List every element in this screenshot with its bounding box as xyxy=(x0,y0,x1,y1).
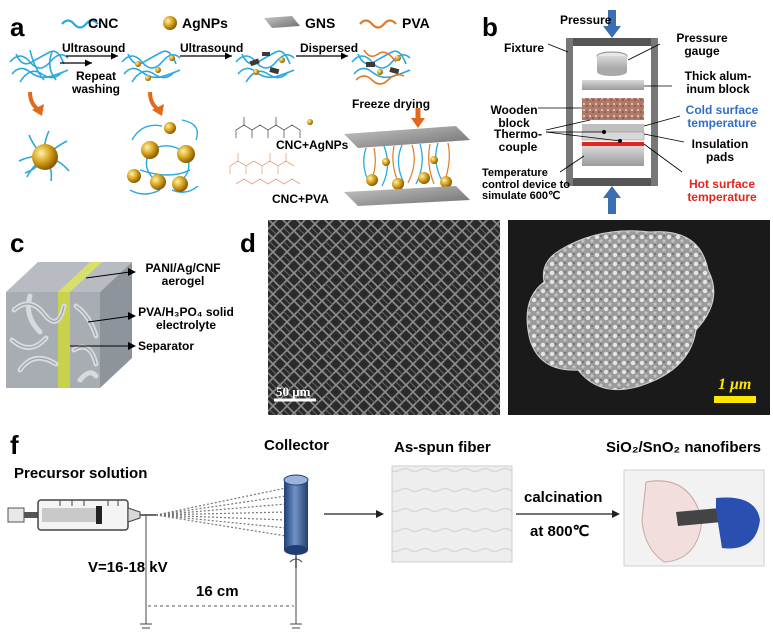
panel-label-c: c xyxy=(10,228,25,258)
panel-label-d: d xyxy=(240,228,256,258)
fixture-right-post xyxy=(651,38,658,186)
legend-agnps: AgNPs xyxy=(182,15,228,31)
label-aerogel: PANI/Ag/CNF aerogel xyxy=(145,261,221,288)
panel-label-b: b xyxy=(482,12,498,42)
scale-label-d: 50 μm xyxy=(276,384,311,399)
label-pressure-gauge: Pressure gauge xyxy=(676,31,728,58)
sio2-sno2-nanofiber-photo xyxy=(623,469,765,567)
panel-label-f: f xyxy=(10,430,19,460)
label-hot-surface: Hot surface temperature xyxy=(687,177,757,204)
label-precursor-solution: Precursor solution xyxy=(14,465,148,482)
legend-gns: GNS xyxy=(305,15,336,31)
legend-pva: PVA xyxy=(402,15,430,31)
sem-image-d xyxy=(268,220,500,415)
cube-front-face xyxy=(6,292,100,388)
label-fixture: Fixture xyxy=(504,41,545,55)
panel-b-leader-lines xyxy=(538,43,685,173)
as-spun-fiber-photo xyxy=(391,465,513,563)
label-wooden-block: Wooden block xyxy=(490,103,538,130)
label-electrolyte: PVA/H₃PO₄ solid electrolyte xyxy=(138,305,234,332)
step-dispersed: Dispersed xyxy=(300,41,359,55)
label-as-spun-fiber: As-spun fiber xyxy=(394,439,491,456)
composite-cluster xyxy=(351,49,411,85)
heater-plate xyxy=(582,142,644,146)
label-cnc-pva: CNC+PVA xyxy=(272,192,329,206)
label-voltage: V=16-18 kV xyxy=(88,559,168,576)
label-distance: 16 cm xyxy=(196,583,239,600)
label-collector: Collector xyxy=(264,437,330,454)
aluminum-block xyxy=(582,80,644,90)
temperature-control-device xyxy=(582,146,644,166)
scale-label-e: 1 μm xyxy=(718,376,752,393)
collector-cylinder xyxy=(283,474,309,568)
syringe xyxy=(7,499,156,531)
insulation-pad-top xyxy=(582,124,644,132)
panel-label-a: a xyxy=(10,12,25,42)
aerogel-sandwich xyxy=(344,126,470,206)
scale-bar-e xyxy=(714,396,756,403)
fixture-bottom-plate xyxy=(566,178,658,186)
label-product: SiO₂/SnO₂ nanofibers xyxy=(606,439,762,456)
cnc-agnp-gns-cluster xyxy=(235,50,295,83)
step-ultrasound-2: Ultrasound xyxy=(180,41,244,55)
panel-c-leader-lines xyxy=(70,271,133,347)
label-pressure: Pressure xyxy=(560,13,612,27)
pva-legend-icon xyxy=(359,19,397,29)
label-cnc-agnps: CNC+AgNPs xyxy=(276,138,349,152)
label-cold-surface: Cold surface temperature xyxy=(685,103,759,130)
legend-cnc: CNC xyxy=(88,15,119,31)
wooden-block xyxy=(582,98,644,120)
sem-particle-e xyxy=(527,230,714,390)
label-aluminum-block: Thick alum- inum block xyxy=(684,69,752,96)
label-insulation-pads: Insulation pads xyxy=(691,137,749,164)
cnc-pva-molecule xyxy=(229,153,301,185)
cnc-agnps-molecule xyxy=(235,117,313,138)
fixture-left-post xyxy=(566,38,573,186)
spray-jet xyxy=(155,487,287,537)
fixture-top-plate xyxy=(566,38,658,46)
label-thermocouple: Thermo- couple xyxy=(494,127,542,154)
step-freeze-drying: Freeze drying xyxy=(352,97,431,111)
label-temperature-control: Temperature control device to simulate 6… xyxy=(482,167,571,203)
label-separator: Separator xyxy=(138,339,195,353)
high-voltage-wiring xyxy=(140,515,302,629)
cnc-network-cluster xyxy=(9,49,69,83)
pressure-gauge xyxy=(597,56,627,72)
label-calcination-temp: at 800℃ xyxy=(530,523,590,540)
agnp-legend-icon xyxy=(163,16,177,30)
cnc-agnp-cluster xyxy=(121,50,181,83)
ag-particle-single xyxy=(18,130,70,182)
step-ultrasound-1: Ultrasound xyxy=(62,41,126,55)
gns-legend-icon xyxy=(264,16,300,28)
cube-top-face xyxy=(6,262,132,292)
step-repeat-washing: Repeat washing xyxy=(71,69,120,96)
cube-side-face xyxy=(100,262,132,388)
ag-particle-network xyxy=(127,119,199,195)
cnc-legend-icon xyxy=(61,19,99,29)
label-calcination: calcination xyxy=(524,489,603,506)
